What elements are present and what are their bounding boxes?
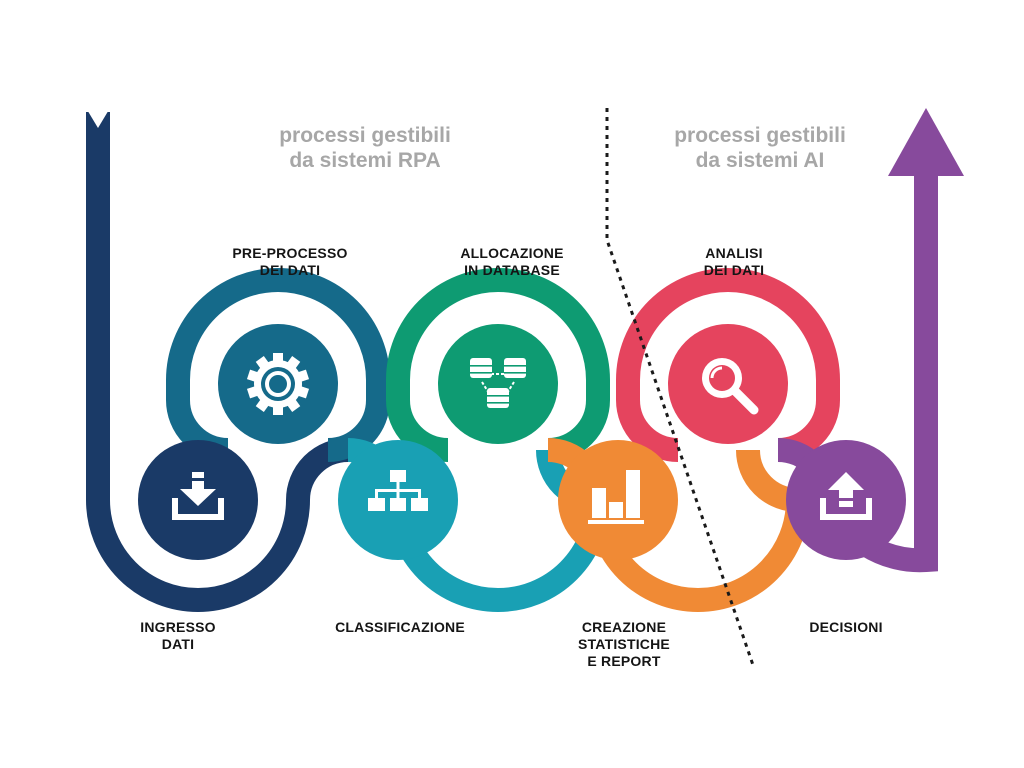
hierarchy-icon [368, 470, 428, 511]
arrow-head [888, 108, 964, 176]
header-rpa-line1: processi gestibili [279, 124, 451, 147]
bar-chart-icon [588, 470, 644, 524]
database-cylinder-band [504, 372, 526, 374]
gear-tooth [273, 353, 283, 365]
database-cylinder-band [487, 402, 509, 404]
header-ai: processi gestibili da sistemi AI [630, 123, 890, 173]
database-cylinder-band [504, 365, 526, 367]
ribbon-segment-ingresso [86, 112, 349, 612]
label-line: PRE-PROCESSO [232, 245, 348, 261]
label-allocazione: ALLOCAZIONE IN DATABASE [412, 245, 612, 279]
database-cylinder [504, 358, 526, 378]
ribbon-tail-notch [86, 108, 110, 128]
magnifier-icon [702, 358, 759, 415]
label-line: CLASSIFICAZIONE [335, 619, 465, 635]
label-line: STATISTICHE [578, 636, 670, 652]
label-creazione: CREAZIONE STATISTICHE E REPORT [524, 619, 724, 670]
label-line: DEI DATI [703, 262, 765, 278]
header-rpa: processi gestibili da sistemi RPA [235, 123, 495, 173]
ribbon-segment-allocazione [386, 268, 610, 462]
database-icon [470, 358, 526, 408]
database-cylinder-band [470, 372, 492, 374]
label-decisioni: DECISIONI [746, 619, 946, 636]
label-line: ANALISI [705, 245, 763, 261]
disc-allocazione [438, 324, 558, 444]
label-analisi: ANALISI DEI DATI [634, 245, 834, 279]
label-line: ALLOCAZIONE [460, 245, 564, 261]
gear-tooth [273, 403, 283, 415]
label-line: DECISIONI [809, 619, 883, 635]
header-rpa-line2: da sistemi RPA [289, 149, 441, 172]
header-ai-line1: processi gestibili [674, 124, 846, 147]
label-pre-processo: PRE-PROCESSO DEI DATI [190, 245, 390, 279]
download-icon [172, 472, 224, 520]
label-line: CREAZIONE [581, 619, 667, 635]
label-line: DEI DATI [259, 262, 321, 278]
label-line: INGRESSO [140, 619, 216, 635]
database-cylinder [470, 358, 492, 378]
label-ingresso-dati: INGRESSO DATI [78, 619, 278, 653]
ribbon-segment-pre-processo [166, 268, 390, 462]
header-ai-line2: da sistemi AI [695, 149, 825, 172]
label-line: E REPORT [587, 653, 661, 669]
disc-creazione [558, 440, 678, 560]
disc-decisioni [786, 440, 906, 560]
label-line: DATI [161, 636, 195, 652]
label-line: IN DATABASE [464, 262, 560, 278]
gear-icon [246, 353, 310, 415]
database-cylinder-band [470, 365, 492, 367]
upload-icon [820, 472, 872, 520]
label-classificazione: CLASSIFICAZIONE [300, 619, 500, 636]
database-cylinder-band [487, 395, 509, 397]
rpa-ai-divider [605, 108, 756, 669]
ribbon-segment-analisi [616, 268, 840, 462]
database-cylinder [487, 388, 509, 408]
